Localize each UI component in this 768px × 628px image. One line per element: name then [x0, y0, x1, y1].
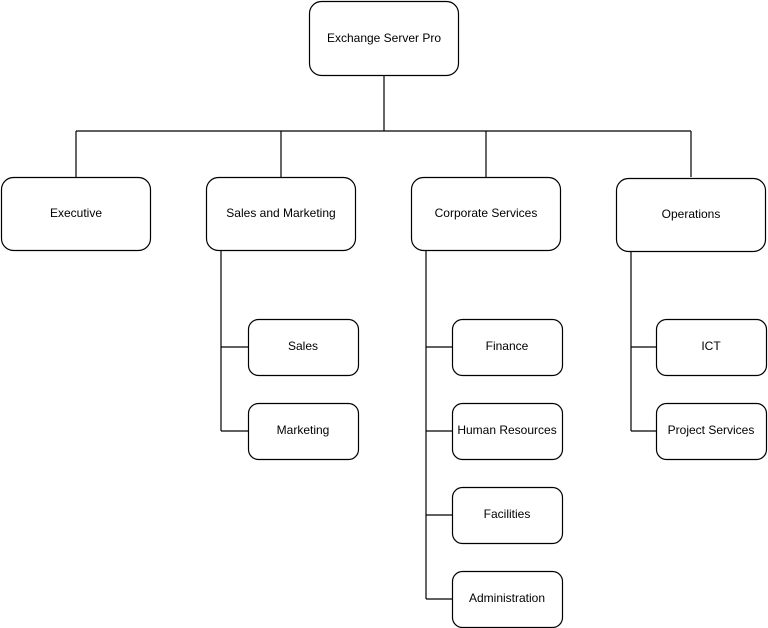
node-label-executive: Executive — [50, 206, 102, 220]
node-facilities: Facilities — [451, 486, 564, 545]
node-marketing: Marketing — [247, 402, 360, 461]
node-label-corporate-services: Corporate Services — [435, 206, 538, 220]
node-ict: ICT — [655, 318, 768, 377]
node-label-operations: Operations — [662, 207, 721, 221]
connectors — [75, 75, 692, 600]
node-human-resources: Human Resources — [451, 402, 564, 461]
node-label-administration: Administration — [469, 591, 545, 605]
node-sales-and-marketing: Sales and Marketing — [205, 176, 357, 252]
node-sales: Sales — [247, 318, 360, 377]
node-operations: Operations — [615, 177, 767, 253]
node-executive: Executive — [0, 176, 152, 252]
node-label-human-resources: Human Resources — [457, 423, 556, 437]
node-root: Exchange Server Pro — [308, 0, 460, 77]
node-finance: Finance — [451, 318, 564, 377]
node-label-root: Exchange Server Pro — [327, 31, 441, 45]
node-label-marketing: Marketing — [277, 423, 330, 437]
node-label-finance: Finance — [486, 339, 529, 353]
node-label-facilities: Facilities — [484, 507, 531, 521]
node-corporate-services: Corporate Services — [410, 176, 562, 252]
node-label-project-services: Project Services — [668, 423, 755, 437]
node-label-sales: Sales — [288, 339, 318, 353]
node-label-sales-and-marketing: Sales and Marketing — [226, 206, 335, 220]
node-label-ict: ICT — [701, 339, 721, 353]
node-administration: Administration — [451, 570, 564, 628]
node-project-services: Project Services — [655, 402, 768, 461]
